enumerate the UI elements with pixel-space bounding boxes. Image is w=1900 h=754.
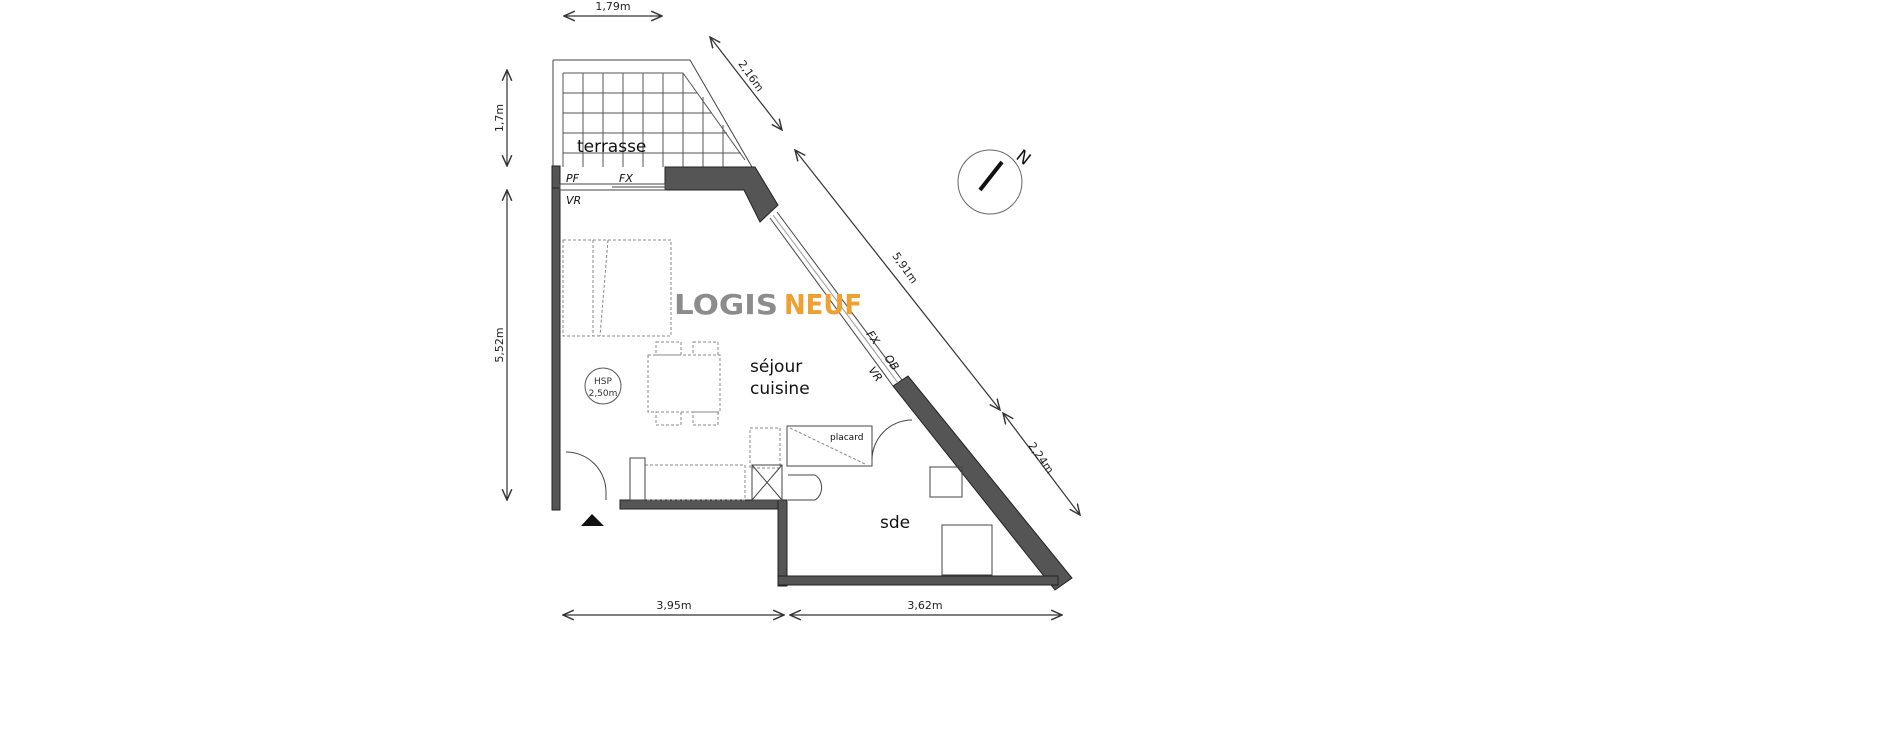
shower [941,524,993,576]
dim-bottom-left: 3,95m [656,599,691,612]
kitchen-counter [644,464,746,501]
terrace: terrasse [552,59,753,168]
label-fx-diag: FX [864,328,883,347]
door-entry [565,451,607,500]
room-label-terrasse: terrasse [577,137,646,157]
dining-table [647,354,721,413]
north-arrow-icon [978,160,1004,192]
logo: LOGIS NEUF [674,288,862,321]
dim-terrace-width: 1,79m [595,0,630,13]
svg-text:HSP: HSP [594,377,612,387]
dim-bottom-right: 3,62m [907,599,942,612]
placard [786,425,873,467]
dim-terrace-depth: 1,7m [493,104,506,132]
label-pf: PF [566,172,580,185]
room-label-cuisine: cuisine [750,379,810,399]
room-label-placard: placard [830,433,863,443]
compass: N [957,146,1034,215]
bed [562,239,672,337]
toilet [788,474,823,501]
room-label-sejour: séjour [750,357,802,377]
room-label-sde: sde [880,513,910,533]
dim-diag-middle: 5,91m [889,250,920,286]
logo-part2: NEUF [784,288,862,321]
north-label: N [1012,146,1034,170]
walls [551,165,1073,591]
logo-part1: LOGIS [674,288,778,321]
label-vr-diag: VR [866,364,885,384]
door-sde [871,419,913,461]
label-ob-diag: OB [882,352,902,373]
dim-left-height: 5,52m [493,327,506,362]
furniture: placard [562,239,993,576]
label-vr-top: VR [566,194,581,207]
label-fx-top: FX [619,172,633,185]
entrance-marker-icon [581,514,604,526]
windows: PF FX VR FX OB VR [559,172,903,387]
dim-diag-bottom: 2,24m [1025,440,1056,476]
ceiling-height-badge: HSP 2,50m [584,367,622,405]
svg-text:2,50m: 2,50m [589,389,618,399]
